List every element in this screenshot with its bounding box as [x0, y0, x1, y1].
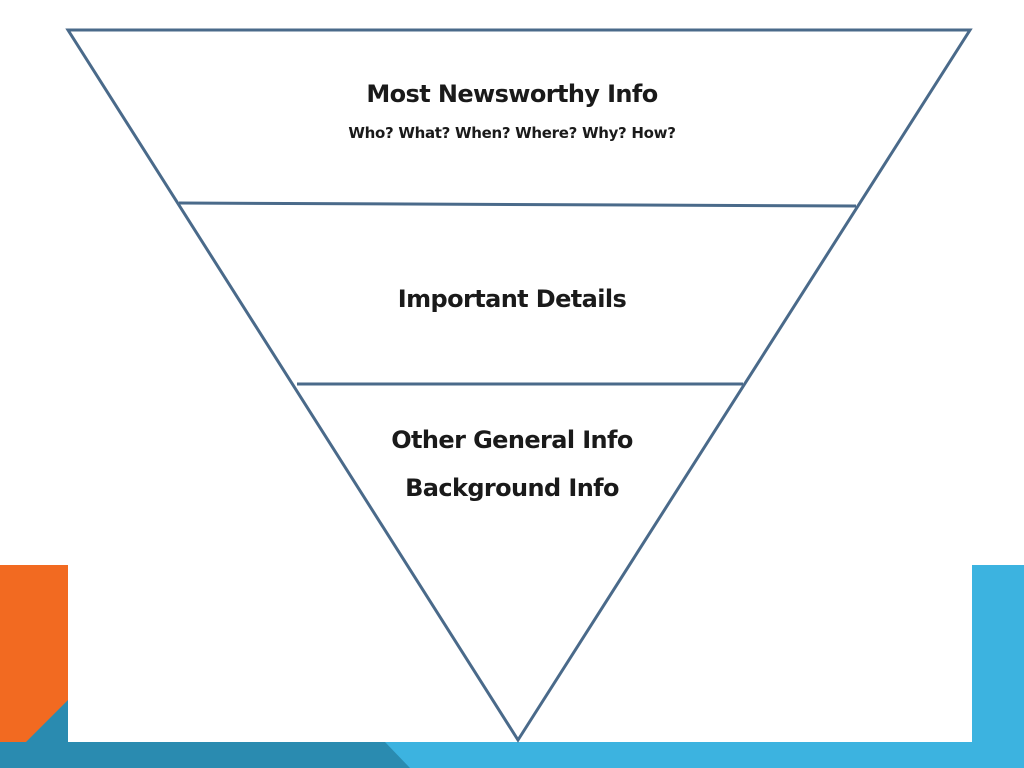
bottom-dark-band — [0, 742, 410, 768]
tier-divider-1 — [178, 201, 857, 208]
tier-2-title: Important Details — [397, 285, 627, 313]
tier-1-title: Most Newsworthy Info — [366, 80, 658, 108]
tier-1-subtitle: Who? What? When? Where? Why? How? — [348, 124, 676, 142]
right-blue-block — [972, 565, 1024, 768]
tier-3-title-line2: Background Info — [405, 474, 619, 502]
tier-3-title: Other General Info — [391, 426, 633, 454]
